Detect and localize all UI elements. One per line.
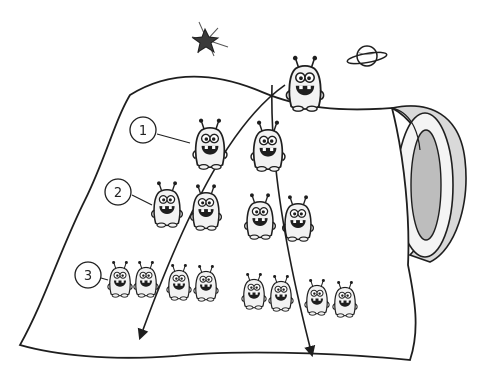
level-2-label: 2	[114, 186, 122, 201]
level-3-label: 3	[84, 269, 92, 284]
alien-icon-top	[286, 56, 323, 111]
planet-icon	[347, 46, 388, 66]
star-icon	[192, 22, 228, 56]
paper-sheet	[20, 77, 466, 360]
level-1-label: 1	[139, 124, 147, 139]
